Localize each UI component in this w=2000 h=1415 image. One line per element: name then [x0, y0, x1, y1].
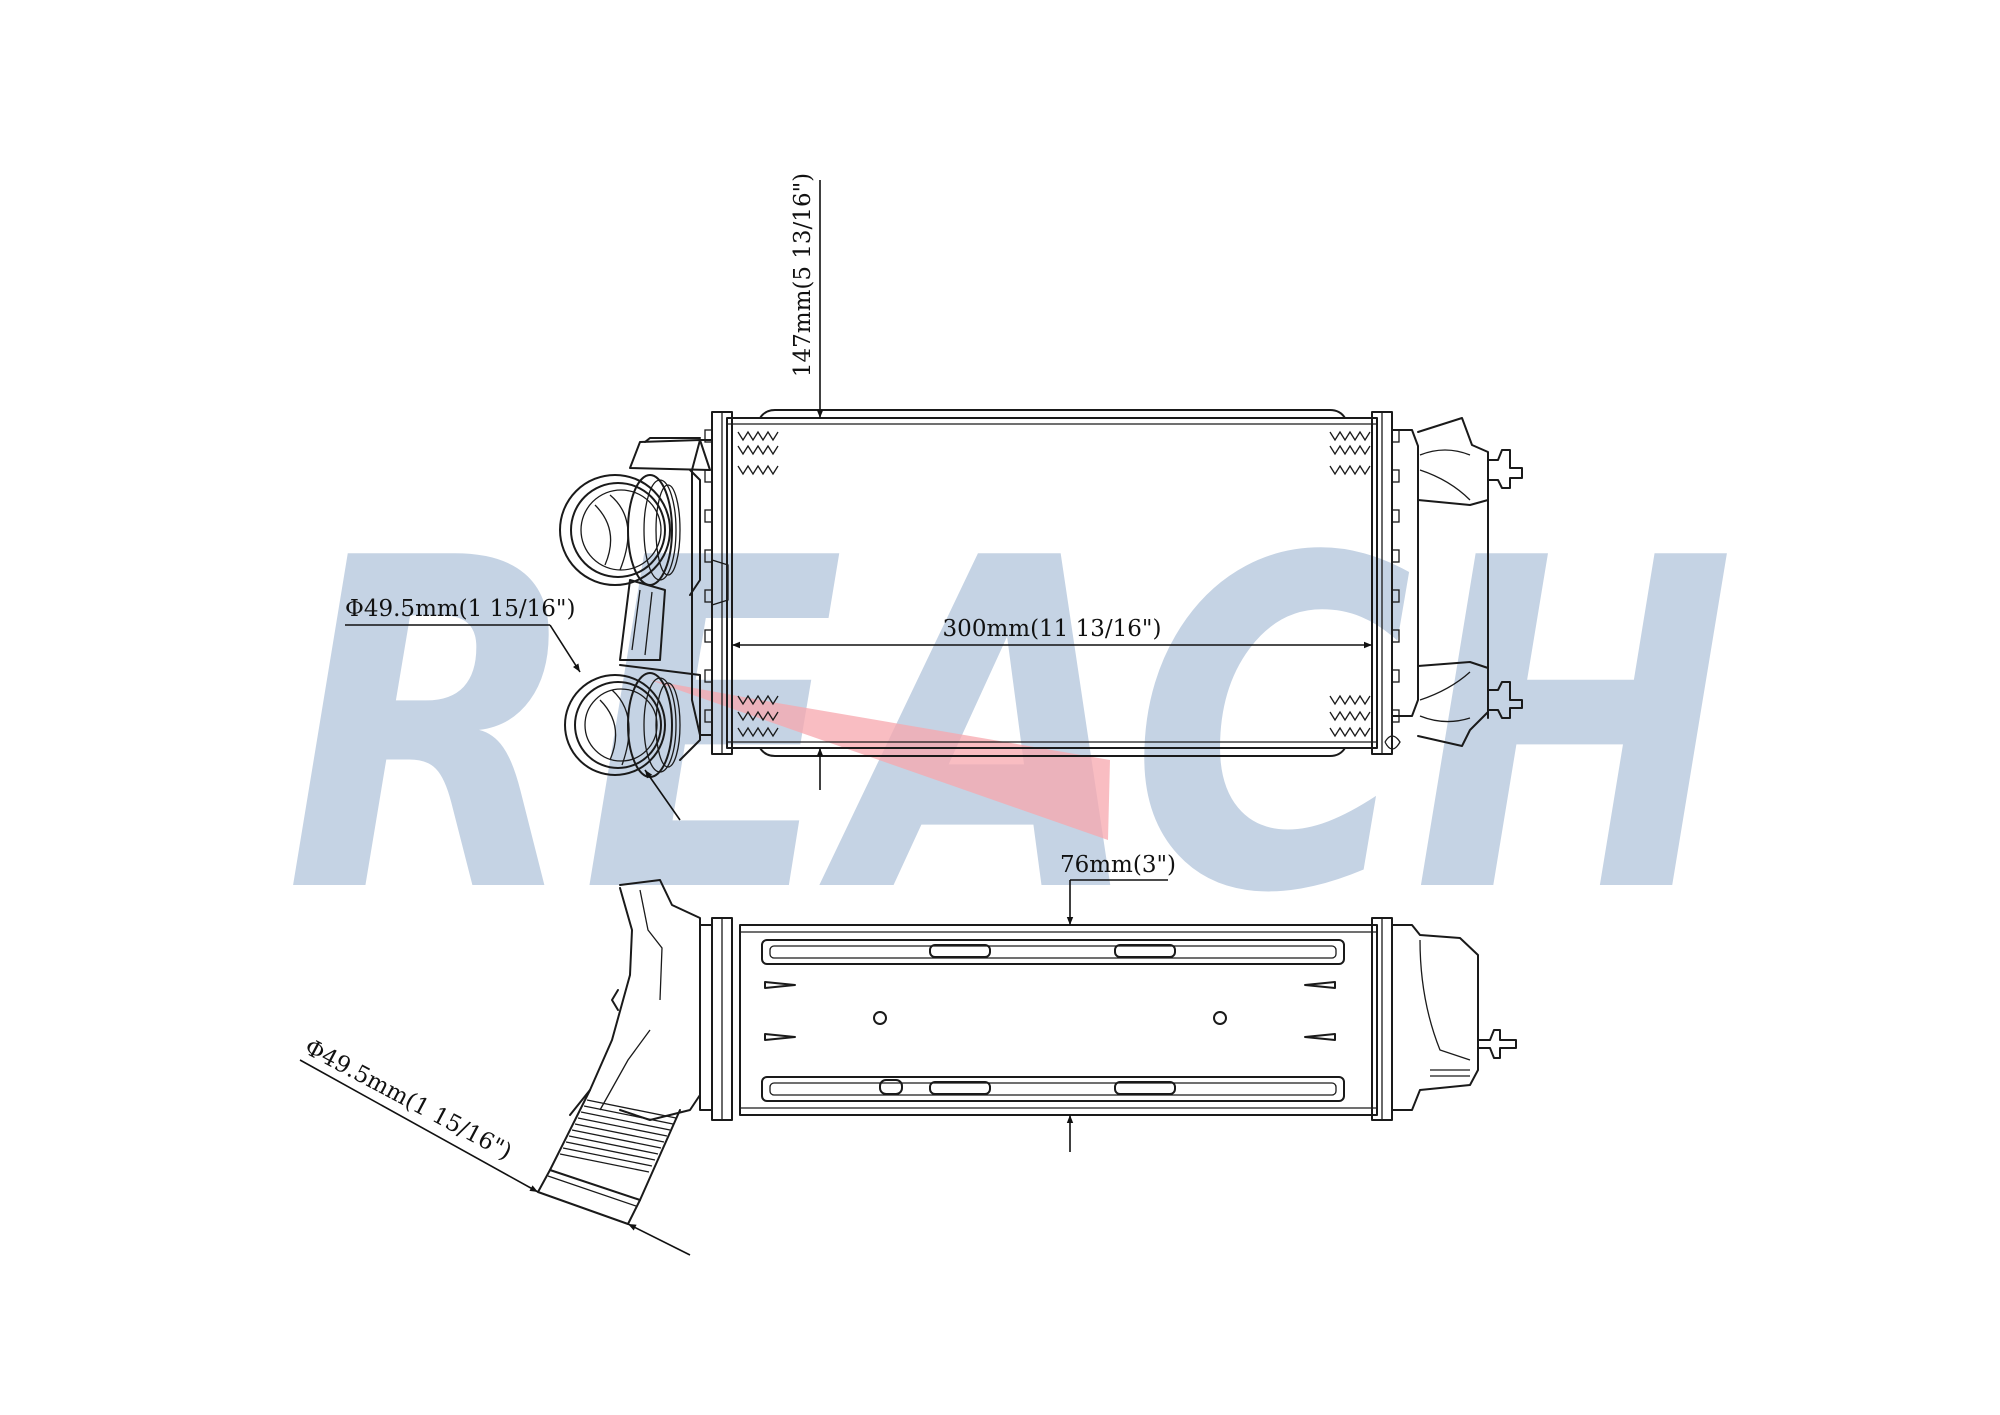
upper-inlet-tube [559, 437, 711, 596]
plate-notches-right [1391, 429, 1400, 723]
fin-pattern [737, 430, 1371, 738]
watermark-text: REACH [285, 464, 1735, 993]
front-inlet-diameter-dimension: Φ49.5mm(1 15/16") [345, 596, 681, 821]
front-view [559, 409, 1523, 778]
height-dimension-label: 147mm(5 13/16") [790, 173, 816, 377]
top-inlet-diameter-label: Φ49.5mm(1 15/16") [300, 1034, 516, 1165]
width-dimension: 300mm(11 13/16") [732, 616, 1372, 649]
top-inlet-diameter-dimension: Φ49.5mm(1 15/16") [299, 1034, 691, 1256]
projection-highlight [650, 680, 1110, 840]
width-dimension-label: 300mm(11 13/16") [943, 616, 1162, 642]
reach-watermark: REACH [285, 464, 1735, 993]
front-inlet-diameter-label: Φ49.5mm(1 15/16") [345, 596, 575, 622]
thickness-dimension: 76mm(3") [1060, 852, 1176, 1152]
plate-notches-left [704, 429, 713, 723]
height-dimension: 147mm(5 13/16") [790, 173, 824, 790]
right-bracket [1384, 417, 1523, 750]
lower-inlet-tube [564, 579, 701, 778]
thickness-dimension-label: 76mm(3") [1060, 852, 1176, 878]
corrugated-hose [537, 1089, 681, 1225]
top-view [537, 879, 1517, 1225]
